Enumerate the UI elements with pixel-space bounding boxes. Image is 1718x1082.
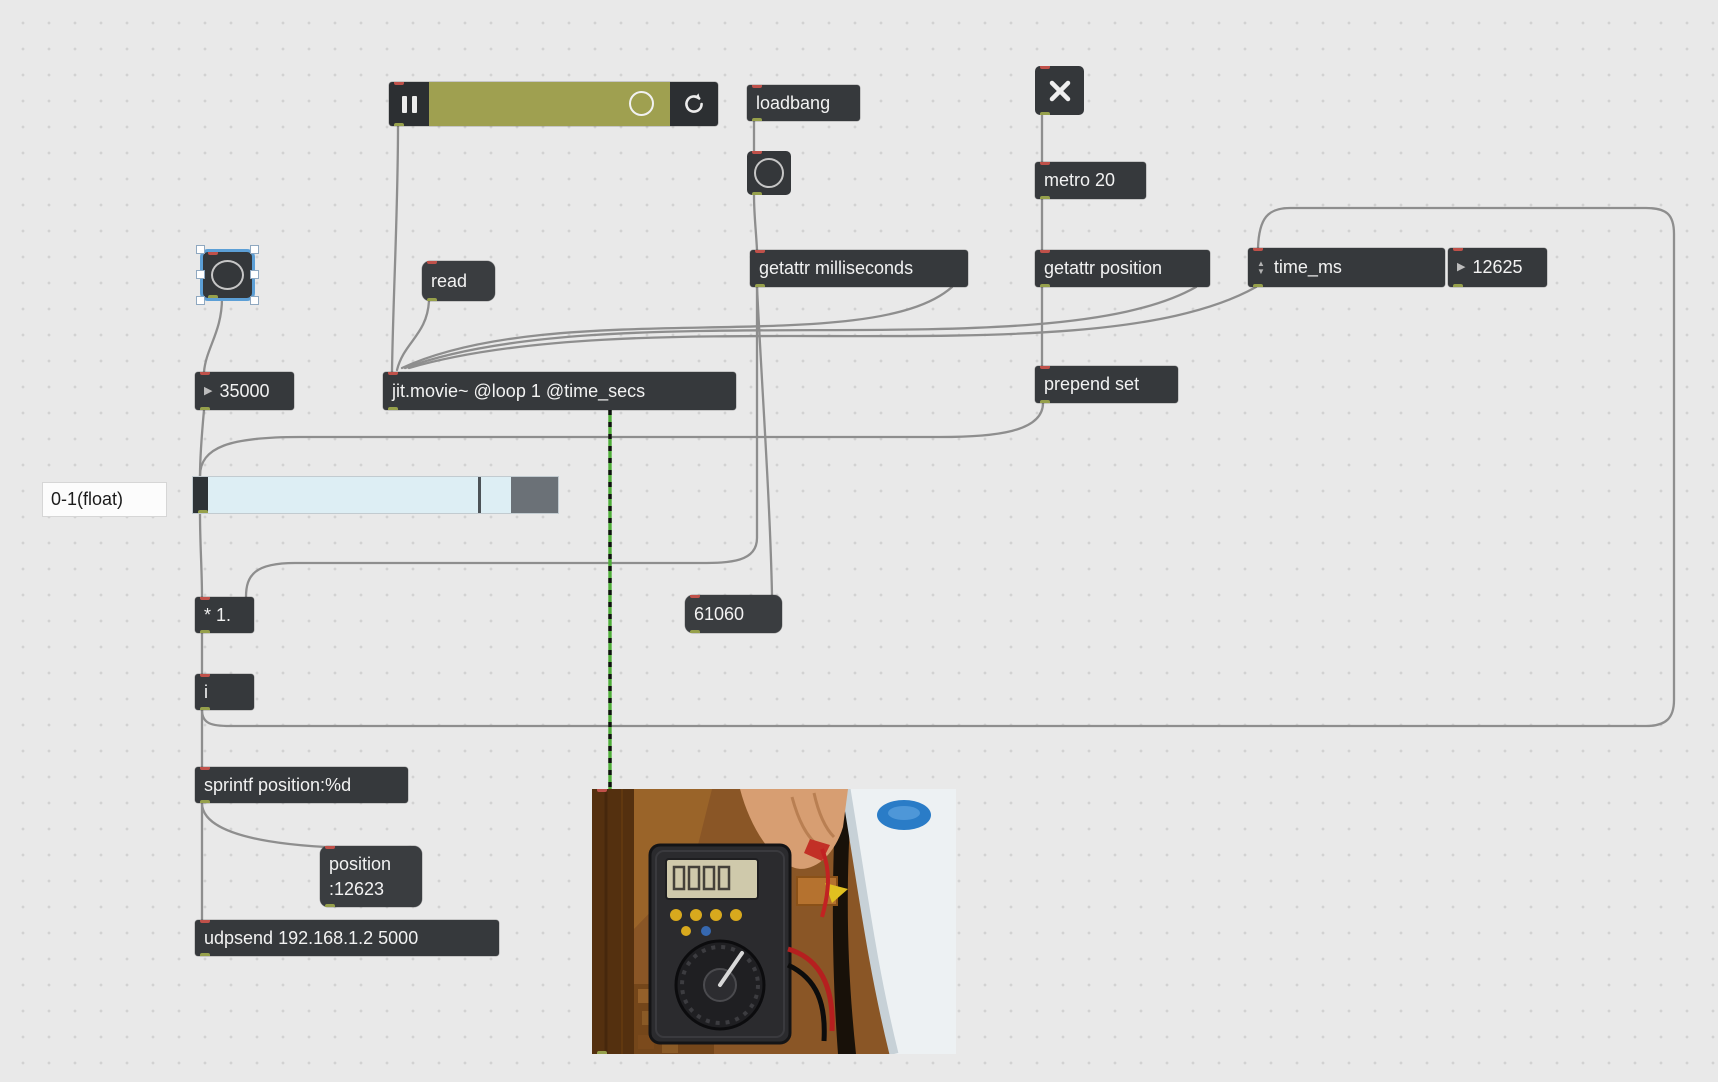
message-line2: :12623 <box>329 878 385 899</box>
cord-getattrpos-to-jitmovie[interactable] <box>403 285 1198 370</box>
spinner-icon[interactable]: ▲ ▼ <box>1257 260 1265 275</box>
playbar-position-handle[interactable] <box>629 91 654 116</box>
object-label: udpsend 192.168.1.2 5000 <box>204 927 419 948</box>
playbar-track[interactable] <box>429 82 670 126</box>
slider-value-line <box>477 477 481 513</box>
message-label: read <box>431 270 468 291</box>
cord-int-to-attrui-loop[interactable] <box>200 206 1676 728</box>
toggle-checked[interactable] <box>1035 66 1084 115</box>
number-value: 35000 <box>219 380 270 401</box>
spinner-down-icon[interactable]: ▼ <box>1257 266 1265 276</box>
object-label: prepend set <box>1044 374 1140 394</box>
cord-slider-to-multiply[interactable] <box>198 512 204 599</box>
object-multiply[interactable]: * 1. <box>195 597 254 633</box>
cord-selected-button-to-number[interactable] <box>202 296 224 374</box>
object-getattr-position[interactable]: getattr position <box>1035 250 1210 287</box>
object-label: i <box>204 681 208 702</box>
cord-getattrms-to-message61060[interactable] <box>755 285 774 597</box>
object-label: getattr position <box>1044 258 1163 278</box>
selection-handle[interactable] <box>196 296 205 305</box>
object-label: loadbang <box>756 92 831 113</box>
message-position[interactable]: position :12623 <box>320 846 422 907</box>
number-triangle-icon: ▶ <box>1457 261 1466 273</box>
white-device <box>841 789 956 1054</box>
object-label: sprintf position:%d <box>204 774 352 795</box>
video-preview-window[interactable] <box>592 789 956 1054</box>
playbar-pause-button[interactable] <box>389 82 429 126</box>
attrui-label: time_ms <box>1273 257 1342 277</box>
bang-button-selected[interactable] <box>196 245 259 305</box>
number-triangle-icon: ▶ <box>204 384 213 397</box>
object-label: getattr milliseconds <box>759 258 914 278</box>
shadow-gap <box>832 789 856 1054</box>
message-line1: position <box>329 854 392 875</box>
number-value: 12625 <box>1472 257 1523 277</box>
object-metro[interactable]: metro 20 <box>1035 162 1146 199</box>
object-prepend-set[interactable]: prepend set <box>1035 366 1178 403</box>
cord-sprintf-to-position-message[interactable] <box>200 801 413 850</box>
toggle-x-icon <box>1049 80 1070 101</box>
attrui-time-ms[interactable]: ▲ ▼ time_ms <box>1248 248 1445 287</box>
object-label: * 1. <box>204 604 232 625</box>
cord-button-to-getattrms[interactable] <box>752 193 759 252</box>
selection-handle[interactable] <box>196 270 205 279</box>
cord-number-to-slider[interactable] <box>198 408 206 478</box>
selection-handle[interactable] <box>250 245 259 254</box>
number-box-time-ms-value[interactable]: ▶ 12625 <box>1448 248 1547 287</box>
slider-knob[interactable] <box>510 477 558 513</box>
wood-plank-left <box>592 789 634 1054</box>
object-label: metro 20 <box>1044 170 1116 190</box>
playbar[interactable] <box>389 82 718 126</box>
object-loadbang[interactable]: loadbang <box>747 85 860 121</box>
bang-icon <box>211 260 244 290</box>
cord-getattrms-to-multiply-right[interactable] <box>244 285 759 599</box>
cord-prepend-to-slider[interactable] <box>198 401 1045 478</box>
message-61060[interactable]: 61060 <box>685 595 782 633</box>
bang-icon <box>754 158 784 188</box>
lcd-digits <box>672 865 731 891</box>
selection-handle[interactable] <box>250 296 259 305</box>
cord-getattrms-to-jitmovie[interactable] <box>400 285 954 370</box>
message-read[interactable]: read <box>422 261 495 301</box>
bang-button[interactable] <box>747 151 791 195</box>
video-frame-multimeter-scene <box>592 789 956 1054</box>
clip-and-board <box>796 848 848 918</box>
test-leads <box>786 946 835 1042</box>
object-udpsend[interactable]: udpsend 192.168.1.2 5000 <box>195 920 499 956</box>
comment-float-range[interactable]: 0-1(float) <box>42 482 167 517</box>
cord-attrui-to-jitmovie[interactable] <box>407 285 1258 370</box>
number-box-35000[interactable]: ▶ 35000 <box>195 372 294 410</box>
cord-playbar-to-jitmovie[interactable] <box>390 124 400 374</box>
object-getattr-milliseconds[interactable]: getattr milliseconds <box>750 250 968 287</box>
cord-read-to-jitmovie[interactable] <box>395 299 431 372</box>
loop-icon <box>685 93 703 113</box>
object-int[interactable]: i <box>195 674 254 710</box>
slider-left-cap <box>193 477 208 513</box>
object-jit-movie[interactable]: jit.movie~ @loop 1 @time_secs <box>383 372 736 410</box>
selection-handle[interactable] <box>250 270 259 279</box>
message-label: 61060 <box>694 603 745 624</box>
slider[interactable] <box>192 476 559 514</box>
object-label: jit.movie~ @loop 1 @time_secs <box>392 380 646 401</box>
multimeter <box>648 843 792 1045</box>
spinner-up-icon[interactable]: ▲ <box>1257 258 1265 268</box>
pause-icon <box>401 95 417 113</box>
comment-label: 0-1(float) <box>51 489 124 509</box>
selection-handle[interactable] <box>196 245 205 254</box>
playbar-loop-button[interactable] <box>670 82 718 126</box>
object-sprintf[interactable]: sprintf position:%d <box>195 767 408 803</box>
